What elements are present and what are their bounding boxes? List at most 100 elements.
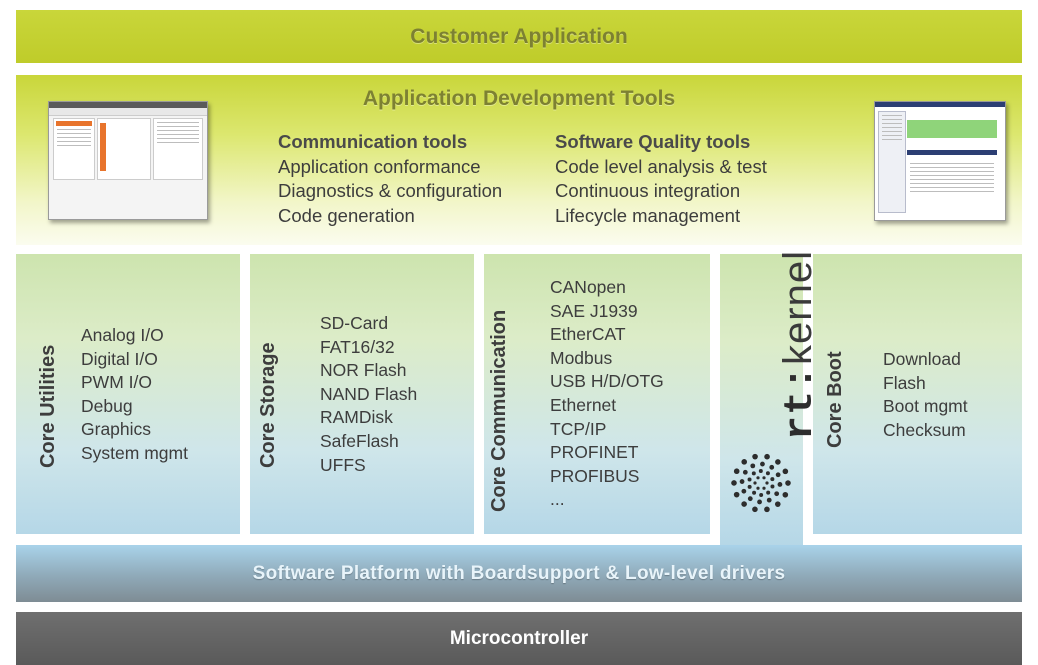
module-item: SD-Card xyxy=(320,313,389,333)
starburst-dot xyxy=(747,484,752,489)
module-item: CANopen xyxy=(550,277,626,297)
module-item: EtherCAT xyxy=(550,324,626,345)
starburst-dot xyxy=(733,491,740,498)
starburst-dot xyxy=(758,469,763,473)
starburst-dot xyxy=(764,506,770,513)
starburst-dot xyxy=(753,481,757,485)
starburst-dot xyxy=(741,459,748,465)
quality-tools-list: Software Quality tools Code level analys… xyxy=(555,130,767,228)
module-item: RAMDisk xyxy=(320,407,393,428)
starburst-dot xyxy=(782,491,789,498)
starburst-dot xyxy=(756,476,760,480)
communication-tools-heading: Communication tools xyxy=(278,131,468,152)
microcontroller-title: Microcontroller xyxy=(449,627,589,649)
app-dev-tools-title: Application Development Tools xyxy=(362,87,676,110)
tool-screenshot-right xyxy=(874,101,1006,221)
tool-screenshot-left xyxy=(48,101,208,220)
module-item: Boot mgmt xyxy=(883,396,968,417)
starburst-dot xyxy=(747,496,753,502)
module-items: Analog I/O Digital I/O PWM I/O Debug Gra… xyxy=(81,324,188,466)
module-item: UFFS xyxy=(320,454,366,475)
module-item: SAE J1939 xyxy=(550,300,638,321)
module-item: PWM I/O xyxy=(81,372,152,393)
module-core-utilities: Core Utilities Analog I/O Digital I/O PW… xyxy=(16,254,240,534)
starburst-dot xyxy=(752,506,758,513)
starburst-dot xyxy=(741,488,747,494)
starburst-dot xyxy=(742,469,748,475)
module-title: Core Communication xyxy=(488,309,510,512)
module-item: PROFINET xyxy=(550,442,639,463)
module-item: System mgmt xyxy=(81,442,188,463)
starburst-dot xyxy=(731,480,737,486)
module-core-boot: Core Boot Download Flash Boot mgmt Check… xyxy=(813,254,1022,534)
module-item: Analog I/O xyxy=(81,325,164,345)
starburst-dot xyxy=(766,497,772,503)
module-core-storage: Core Storage SD-Card FAT16/32 NOR Flash … xyxy=(250,254,474,534)
module-rtkernel: rt:kernel xyxy=(720,250,824,546)
starburst-dot xyxy=(733,468,740,475)
starburst-dot xyxy=(752,490,757,495)
communication-tool-item: Application conformance xyxy=(278,155,481,177)
starburst-dot xyxy=(759,493,764,497)
communication-tool-item: Diagnostics & configuration xyxy=(278,180,503,201)
starburst-dot xyxy=(774,491,780,497)
starburst-dot xyxy=(741,501,747,507)
starburst-dot xyxy=(757,499,762,505)
starburst-dot xyxy=(777,482,783,487)
starburst-dot xyxy=(774,501,781,507)
module-item: Digital I/O xyxy=(81,348,158,369)
quality-tools-heading: Software Quality tools xyxy=(555,131,751,152)
module-item: Checksum xyxy=(883,419,966,440)
starburst-dot xyxy=(770,484,775,489)
starburst-dot xyxy=(775,459,781,465)
module-item: USB H/D/OTG xyxy=(550,371,664,392)
starburst-dot xyxy=(775,472,781,478)
module-item: Modbus xyxy=(550,347,613,368)
module-item: NAND Flash xyxy=(320,383,418,404)
starburst-dot xyxy=(785,480,791,486)
module-item: Ethernet xyxy=(550,394,617,415)
starburst-dot xyxy=(765,481,769,485)
rtkernel-starburst-icon xyxy=(731,453,791,513)
module-title: Core Storage xyxy=(257,342,279,468)
customer-application-title: Customer Application xyxy=(410,24,628,48)
quality-tool-item: Lifecycle management xyxy=(555,204,741,226)
module-items: SD-Card FAT16/32 NOR Flash NAND Flash RA… xyxy=(320,312,417,477)
starburst-dot xyxy=(762,486,766,490)
quality-tool-item: Continuous integration xyxy=(555,180,741,201)
module-core-communication: Core Communication CANopen SAE J1939 Eth… xyxy=(484,254,710,534)
module-title: Core Boot xyxy=(824,351,846,448)
starburst-dot xyxy=(747,477,752,482)
starburst-dot xyxy=(770,477,775,482)
communication-tool-item: Code generation xyxy=(278,204,415,226)
customer-application-layer: Customer Application xyxy=(16,10,1022,63)
module-title: Core Utilities xyxy=(37,344,59,468)
app-dev-tools-layer: Application Development Tools Communicat… xyxy=(16,75,1022,245)
starburst-dot xyxy=(764,453,770,460)
module-item: Download xyxy=(883,349,961,369)
software-platform-layer: Software Platform with Boardsupport & Lo… xyxy=(16,545,1022,602)
starburst-dot xyxy=(765,471,770,476)
module-items: CANopen SAE J1939 EtherCAT Modbus USB H/… xyxy=(550,276,664,512)
communication-tools-list: Communication tools Application conforma… xyxy=(278,130,502,228)
module-items: Download Flash Boot mgmt Checksum xyxy=(883,348,968,442)
module-item: SafeFlash xyxy=(320,430,399,451)
module-item: Graphics xyxy=(81,419,152,440)
starburst-dot xyxy=(782,468,789,475)
starburst-dot xyxy=(769,464,775,470)
module-item: PROFIBUS xyxy=(550,465,640,486)
starburst-dot xyxy=(766,490,771,495)
starburst-dot xyxy=(756,486,760,490)
module-item: Debug xyxy=(81,395,133,416)
module-item: NOR Flash xyxy=(320,360,407,381)
starburst-dot xyxy=(760,461,765,467)
module-item: TCP/IP xyxy=(550,418,607,439)
starburst-dot xyxy=(762,476,766,480)
module-item: FAT16/32 xyxy=(320,336,395,357)
module-item: Flash xyxy=(883,372,926,393)
starburst-dot xyxy=(752,453,758,460)
starburst-dot xyxy=(751,471,756,476)
starburst-dot xyxy=(739,479,745,484)
microcontroller-layer: Microcontroller xyxy=(16,612,1022,665)
starburst-dot xyxy=(750,463,756,469)
